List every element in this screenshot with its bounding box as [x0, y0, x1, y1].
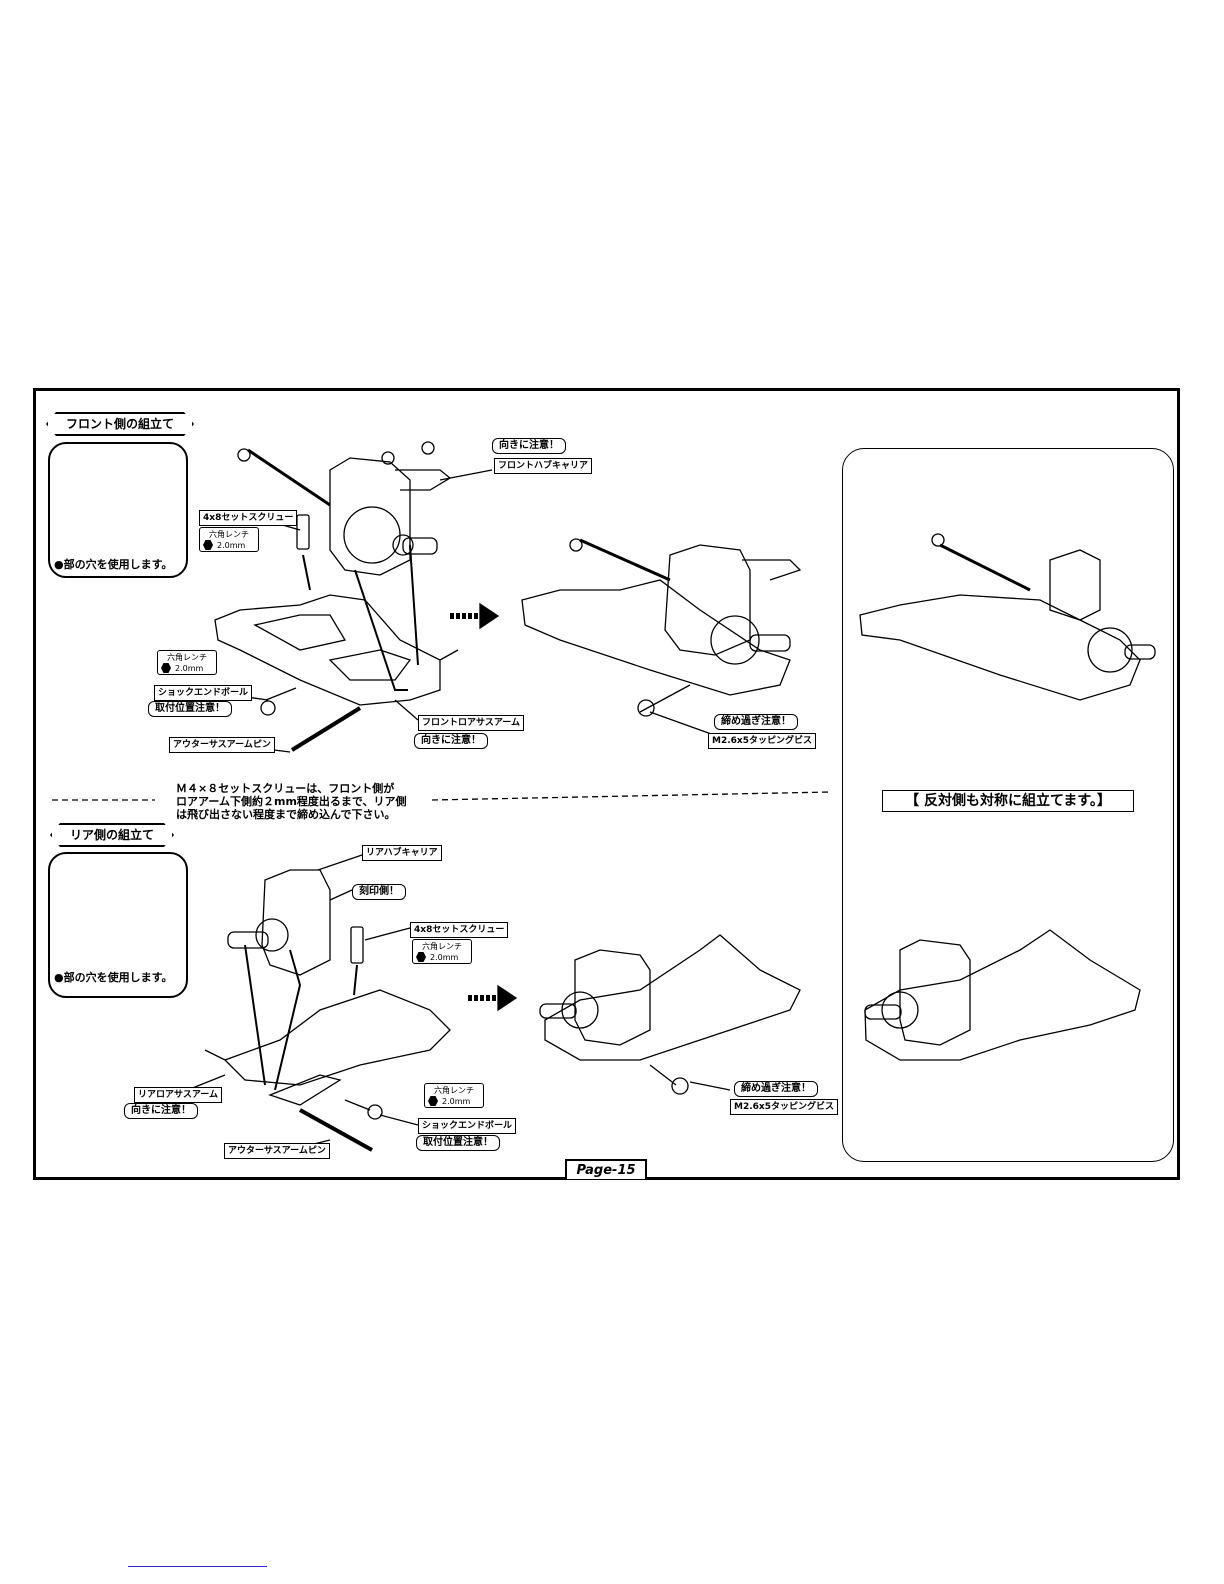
front-inset-panel: ●部の穴を使用します。: [48, 442, 188, 578]
instruction-line-1: Ｍ４×８セットスクリューは、フロント側が: [176, 782, 395, 795]
wrench-size: 2.0mm: [442, 1096, 471, 1106]
hex-icon: [428, 1096, 438, 1106]
rear-tapping-screw-label: M2.6x5タッピングビス: [730, 1099, 838, 1115]
page-number: Page-15: [565, 1159, 647, 1179]
symmetric-note: 【 反対側も対称に組立てます。】: [882, 790, 1134, 812]
wrench-label: 六角レンチ: [434, 1086, 474, 1095]
front-set-screw-label: 4x8セットスクリュー: [199, 510, 298, 526]
front-direction-note-arm: 向きに注意！: [414, 733, 488, 749]
instruction-line-3: は飛び出さない程度まで締め込んで下さい。: [176, 808, 396, 821]
front-assembly-title: フロント側の組立て: [46, 412, 194, 436]
front-hex-wrench-bottom: 六角レンチ 2.0mm: [157, 650, 217, 675]
wrench-size: 2.0mm: [217, 540, 246, 550]
front-shock-ball-label: ショックエンドボール: [154, 685, 253, 701]
rear-outer-pin-label: アウターサスアームピン: [224, 1143, 330, 1159]
front-hub-carrier-label: フロントハブキャリア: [494, 458, 593, 474]
rear-inset-note: ●部の穴を使用します。: [54, 971, 173, 984]
wrench-size: 2.0mm: [430, 952, 459, 962]
front-outer-pin-label: アウターサスアームピン: [169, 737, 275, 753]
symmetric-assembly-panel: [842, 448, 1174, 1162]
hex-icon: [203, 540, 213, 550]
front-direction-note-top: 向きに注意！: [492, 438, 566, 454]
front-tapping-screw-label: M2.6x5タッピングビス: [708, 733, 816, 749]
hex-icon: [161, 663, 171, 673]
rear-hex-wrench-top: 六角レンチ 2.0mm: [412, 939, 472, 964]
wrench-size: 2.0mm: [175, 663, 204, 673]
front-inset-note: ●部の穴を使用します。: [54, 558, 173, 571]
rear-hex-wrench-bottom: 六角レンチ 2.0mm: [424, 1083, 484, 1108]
front-overtighten-note: 締め過ぎ注意！: [714, 714, 798, 730]
wrench-label: 六角レンチ: [422, 942, 462, 951]
rear-assembly-title: リア側の組立て: [50, 823, 174, 847]
bottom-link-underline: [128, 1566, 267, 1567]
rear-mount-note: 取付位置注意！: [416, 1135, 500, 1151]
rear-overtighten-note: 締め過ぎ注意！: [734, 1081, 818, 1097]
hex-icon: [416, 952, 426, 962]
rear-set-screw-label: 4x8セットスクリュー: [410, 922, 509, 938]
rear-shock-ball-label: ショックエンドボール: [418, 1118, 517, 1134]
instruction-line-2: ロアアーム下側約２mm程度出るまで、リア側: [176, 795, 407, 808]
front-lower-arm-label: フロントロアサスアーム: [418, 715, 525, 731]
front-hex-wrench-top: 六角レンチ 2.0mm: [199, 527, 259, 552]
front-mount-note: 取付位置注意！: [148, 701, 232, 717]
rear-stamp-side-note: 刻印側！: [352, 884, 406, 900]
wrench-label: 六角レンチ: [209, 530, 249, 539]
rear-inset-panel: ●部の穴を使用します。: [48, 852, 188, 998]
rear-direction-note: 向きに注意！: [124, 1103, 198, 1119]
wrench-label: 六角レンチ: [167, 653, 207, 662]
rear-lower-arm-label: リアロアサスアーム: [134, 1087, 223, 1103]
set-screw-instruction: Ｍ４×８セットスクリューは、フロント側が ロアアーム下側約２mm程度出るまで、リ…: [176, 782, 407, 821]
rear-hub-carrier-label: リアハブキャリア: [362, 845, 442, 861]
